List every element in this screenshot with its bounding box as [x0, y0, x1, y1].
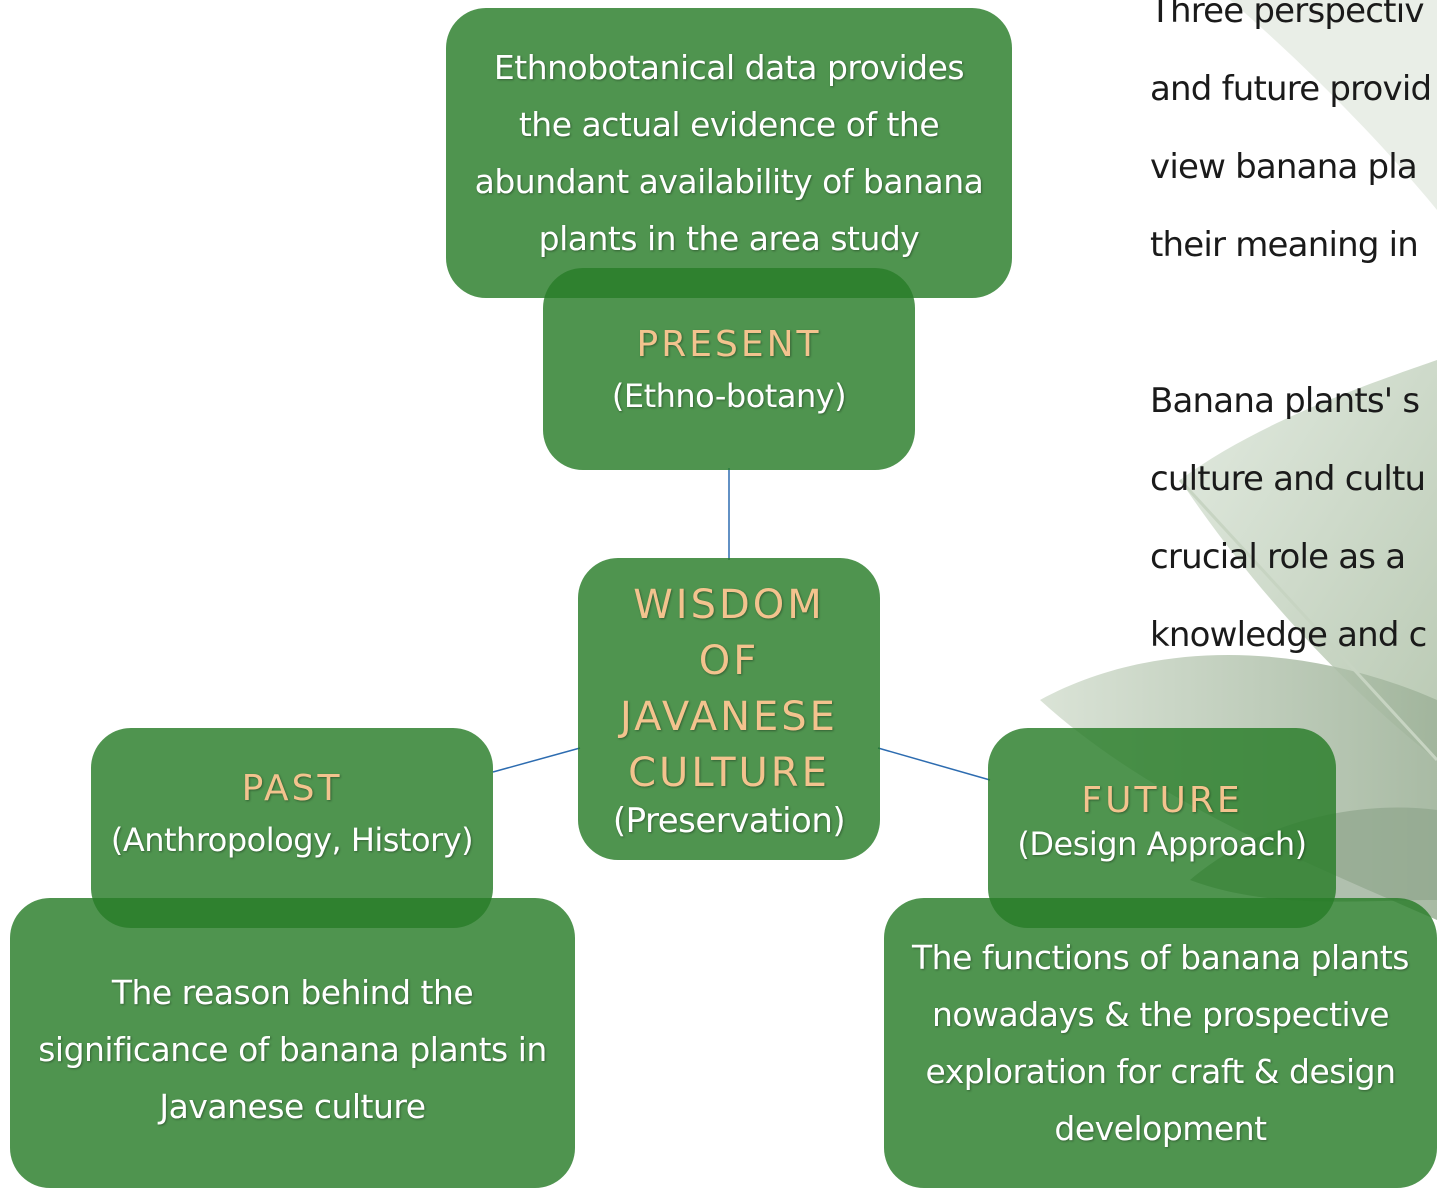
past-node: PAST (Anthropology, History)	[91, 728, 493, 928]
future-subtitle: (Design Approach)	[1017, 825, 1307, 863]
present-description-line: Ethnobotanical data provides	[493, 48, 965, 87]
present-title: PRESENT	[636, 323, 822, 365]
text-line: Banana plants' s	[1150, 381, 1420, 421]
past-description-box: The reason behind the significance of ba…	[10, 898, 575, 1188]
present-description-line: plants in the area study	[538, 219, 920, 258]
text-line: knowledge and c	[1150, 615, 1427, 655]
present-description-box: Ethnobotanical data provides the actual …	[446, 8, 1012, 298]
future-description-box: The functions of banana plants nowadays …	[884, 898, 1437, 1188]
center-title-line: OF	[698, 638, 760, 684]
present-subtitle: (Ethno-botany)	[611, 376, 847, 415]
future-description-line: The functions of banana plants	[912, 938, 1409, 977]
past-title: PAST	[241, 768, 343, 809]
future-description-line: exploration for craft & design	[925, 1052, 1396, 1091]
past-subtitle: (Anthropology, History)	[110, 821, 474, 859]
text-line: Three perspectiv	[1150, 0, 1424, 31]
present-description-line: the actual evidence of the	[518, 105, 940, 144]
right-side-text: Three perspectiv and future provid view …	[1150, 0, 1432, 674]
future-description-line: development	[1054, 1109, 1267, 1148]
future-description-line: nowadays & the prospective	[931, 995, 1390, 1034]
past-description-line: The reason behind the	[111, 972, 474, 1012]
future-node: FUTURE (Design Approach)	[988, 728, 1336, 928]
center-title-line: CULTURE	[628, 750, 830, 796]
text-line: and future provid	[1150, 69, 1432, 109]
center-title-line: JAVANESE	[620, 694, 838, 740]
text-line: their meaning in	[1150, 225, 1419, 265]
center-node: WISDOM OF JAVANESE CULTURE (Preservation…	[578, 558, 880, 860]
text-line: crucial role as a	[1150, 537, 1406, 577]
connector-center-past	[492, 747, 581, 773]
future-title: FUTURE	[1081, 780, 1243, 821]
center-title-line: WISDOM	[633, 582, 825, 628]
present-description-line: abundant availability of banana	[474, 162, 984, 201]
past-description-line: Javanese culture	[159, 1086, 426, 1126]
center-subtitle: (Preservation)	[612, 801, 846, 841]
past-description-line: significance of banana plants in	[38, 1029, 547, 1069]
text-line: view banana pla	[1150, 147, 1418, 187]
connector-center-future	[877, 747, 991, 781]
present-node: PRESENT (Ethno-botany)	[543, 268, 915, 470]
text-line: culture and cultu	[1150, 459, 1426, 499]
